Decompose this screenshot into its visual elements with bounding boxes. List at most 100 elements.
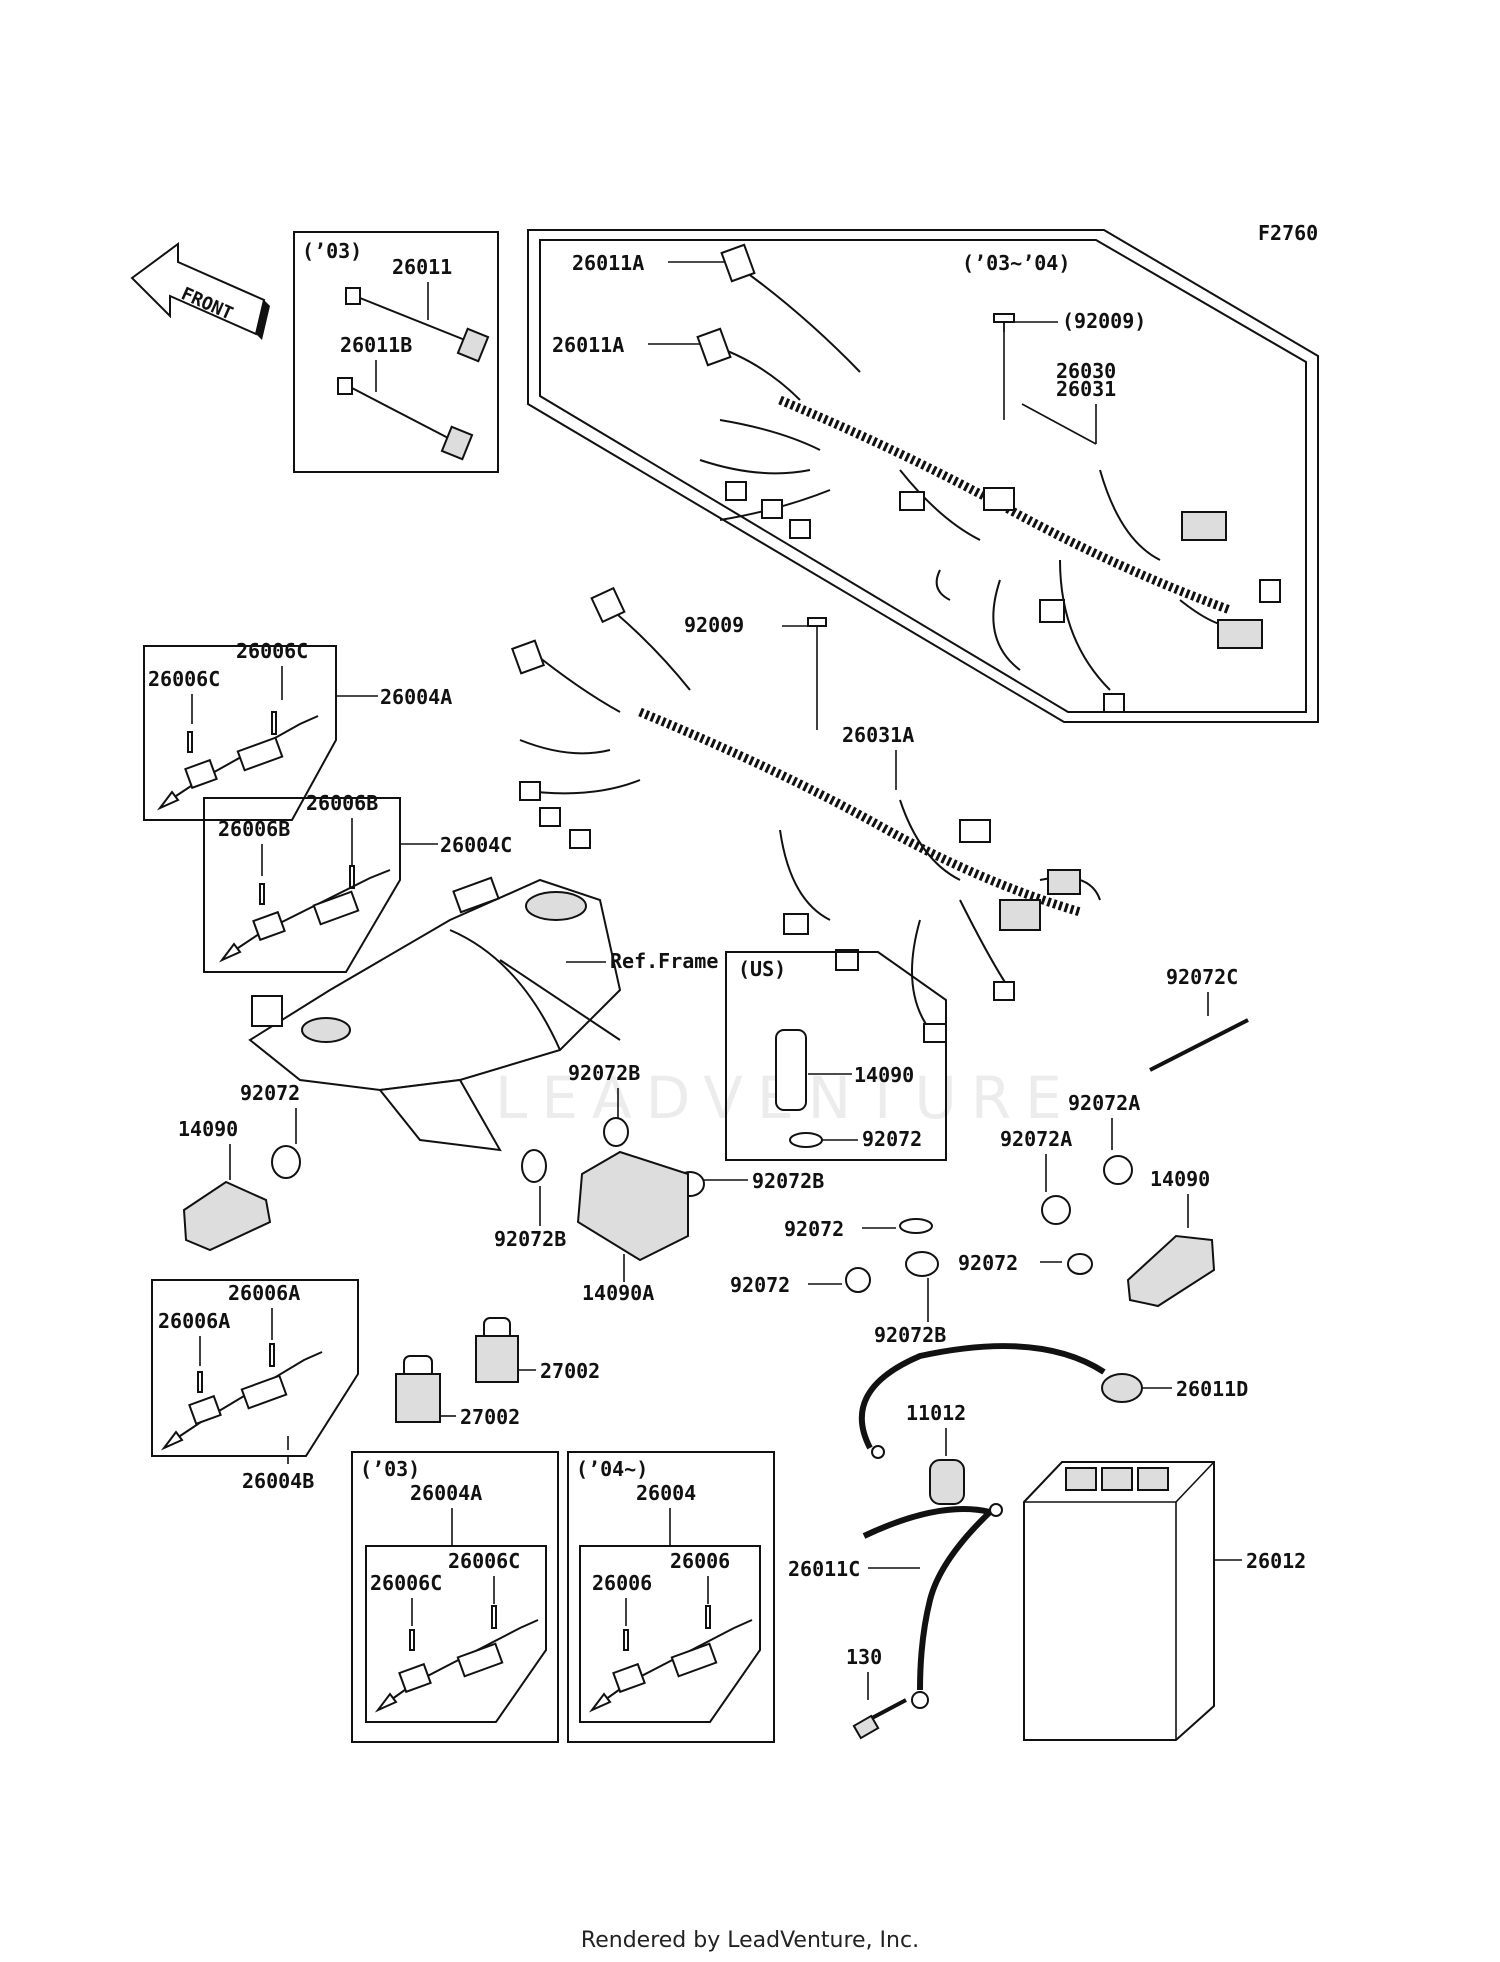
callout-box-26004C: 26006B 26006B 26004C [203, 791, 512, 973]
part-label-26011A-2: 26011A [552, 333, 624, 357]
part-label-26012: 26012 [1246, 1549, 1306, 1573]
clamp-group-right: 92072A 92072A 14090 92072 92072 92072 [730, 1091, 1216, 1347]
switch-27002-lower [395, 1355, 441, 1423]
part-label-11012: 11012 [906, 1401, 966, 1425]
part-label-26011: 26011 [392, 255, 452, 279]
part-label-92072C: 92072C [1166, 965, 1238, 989]
main-harness-26031A [510, 586, 1101, 1043]
part-label-14090-us: 14090 [854, 1063, 914, 1087]
wire-harness-26011B [337, 377, 474, 461]
part-label-26006A-1: 26006A [228, 1281, 300, 1305]
spark-plug-cap-26004B [160, 1343, 323, 1451]
clamp-92072B-left [521, 1149, 547, 1183]
clamp-92072B-top [603, 1117, 629, 1147]
part-label-92072-us: 92072 [862, 1127, 922, 1151]
part-label-26004C: 26004C [440, 833, 512, 857]
clamp-92072-left [271, 1145, 301, 1179]
part-label-14090A: 14090A [582, 1281, 654, 1305]
part-label-92072A-1: 92072A [1068, 1091, 1140, 1115]
spark-plug-cap-26004C [218, 865, 391, 963]
part-label-92072-c3: 92072 [730, 1273, 790, 1297]
year-label-03-bottom: (’03) [360, 1457, 420, 1481]
spark-plug-cap-26004 [588, 1605, 753, 1713]
wire-harness-26011 [345, 287, 490, 363]
boot-14090-right [1126, 1234, 1216, 1308]
part-label-26011A-1: 26011A [572, 251, 644, 275]
harness-26031A-group: 92009 26031A [510, 586, 1101, 1043]
ref-frame-label: Ref.Frame [610, 949, 718, 973]
terminal-cover-11012 [929, 1459, 965, 1505]
boot-14090A [576, 1150, 689, 1262]
part-label-92072-c1: 92072 [784, 1217, 844, 1241]
part-label-26006-2: 26006 [592, 1571, 652, 1595]
bolt-130 [852, 1698, 907, 1740]
clamp-92072-c1 [899, 1218, 933, 1234]
part-label-26004A: 26004A [380, 685, 452, 709]
part-label-26004A-bottom: 26004A [410, 1481, 482, 1505]
part-label-26006A-2: 26006A [158, 1309, 230, 1333]
part-label-92072A-2: 92072A [1000, 1127, 1072, 1151]
year-label-03-top: (’03) [302, 239, 362, 263]
part-label-26006C-bottom-2: 26006C [370, 1571, 442, 1595]
boot-14090-left [182, 1180, 272, 1252]
cable-tie-92072C: 92072C [1149, 965, 1249, 1072]
clamp-92072A-1 [1103, 1155, 1133, 1185]
part-label-26004B: 26004B [242, 1469, 314, 1493]
clamp-92072B-bottom [905, 1251, 939, 1277]
battery-group: 26011D 11012 26012 26011C 130 [788, 1343, 1306, 1741]
part-label-26030: 26030 [1056, 359, 1116, 383]
part-label-26006B-1: 26006B [306, 791, 378, 815]
part-label-14090-left: 14090 [178, 1117, 238, 1141]
part-label-27002-2: 27002 [460, 1405, 520, 1429]
year-label-04-bottom: (’04~) [576, 1457, 648, 1481]
part-label-26004: 26004 [636, 1481, 696, 1505]
part-label-92072B-bottom: 92072B [874, 1323, 946, 1347]
footer-credit: Rendered by LeadVenture, Inc. [580, 1928, 920, 1953]
callout-box-26004A-03: (’03) 26004A 26006C 26006C [351, 1451, 559, 1743]
part-label-92009-paren: (92009) [1062, 309, 1146, 333]
battery-cable-26011D [858, 1343, 1143, 1459]
part-label-26006-1: 26006 [670, 1549, 730, 1573]
part-label-26011D: 26011D [1176, 1377, 1248, 1401]
part-label-92072B-top: 92072B [568, 1061, 640, 1085]
part-label-26031A: 26031A [842, 723, 914, 747]
callout-box-us: (US) 14090 92072 [725, 951, 947, 1161]
clamp-92072-c3 [845, 1267, 871, 1293]
clamp-92072A-2 [1041, 1195, 1071, 1225]
switch-group-27002: 27002 27002 [395, 1317, 600, 1429]
part-label-14090-right: 14090 [1150, 1167, 1210, 1191]
battery-cable-26011C [862, 1503, 1003, 1709]
spark-plug-cap-26004A-03 [374, 1605, 539, 1713]
part-label-26006B-2: 26006B [218, 817, 290, 841]
reference-frame: Ref.Frame [248, 876, 718, 1152]
part-label-92072B-left: 92072B [494, 1227, 566, 1251]
clamp-92072-us [789, 1132, 823, 1148]
part-label-130: 130 [846, 1645, 882, 1669]
spark-plug-cap-26004A [156, 711, 319, 811]
part-label-92072-c2: 92072 [958, 1251, 1018, 1275]
callout-box-26004A: 26006C 26006C 26004A [143, 639, 452, 821]
screw-92009 [807, 617, 827, 640]
part-label-92009: 92009 [684, 613, 744, 637]
part-label-27002-1: 27002 [540, 1359, 600, 1383]
region-label-us: (US) [738, 957, 786, 981]
part-label-26006C-1: 26006C [236, 639, 308, 663]
clamp-92072-c2 [1067, 1253, 1093, 1275]
part-label-26031: 26031 [1056, 377, 1116, 401]
part-label-26006C-2: 26006C [148, 667, 220, 691]
part-label-26011C: 26011C [788, 1557, 860, 1581]
part-label-92072B-right: 92072B [752, 1169, 824, 1193]
screw-92009-paren [993, 313, 1015, 332]
callout-box-26011-group: (’03) 26011 26011B [293, 231, 499, 473]
part-label-92072-left: 92072 [240, 1081, 300, 1105]
year-label-03-04: (’03~’04) [962, 251, 1070, 275]
front-arrow-icon: FRONT [130, 242, 270, 340]
callout-box-26004-04: (’04~) 26004 26006 26006 [567, 1451, 775, 1743]
part-label-26011B: 26011B [340, 333, 412, 357]
callout-box-26004B: 26006A 26006A 26004B [151, 1279, 359, 1493]
battery-26012 [1023, 1461, 1215, 1741]
part-label-26006C-bottom-1: 26006C [448, 1549, 520, 1573]
callout-box-main-harness: (’03~’04) 26011A 26011A (92009) 26030 26… [527, 229, 1319, 723]
boot-group-14090A: 92072B 92072B 92072B 14090A [494, 1061, 824, 1305]
